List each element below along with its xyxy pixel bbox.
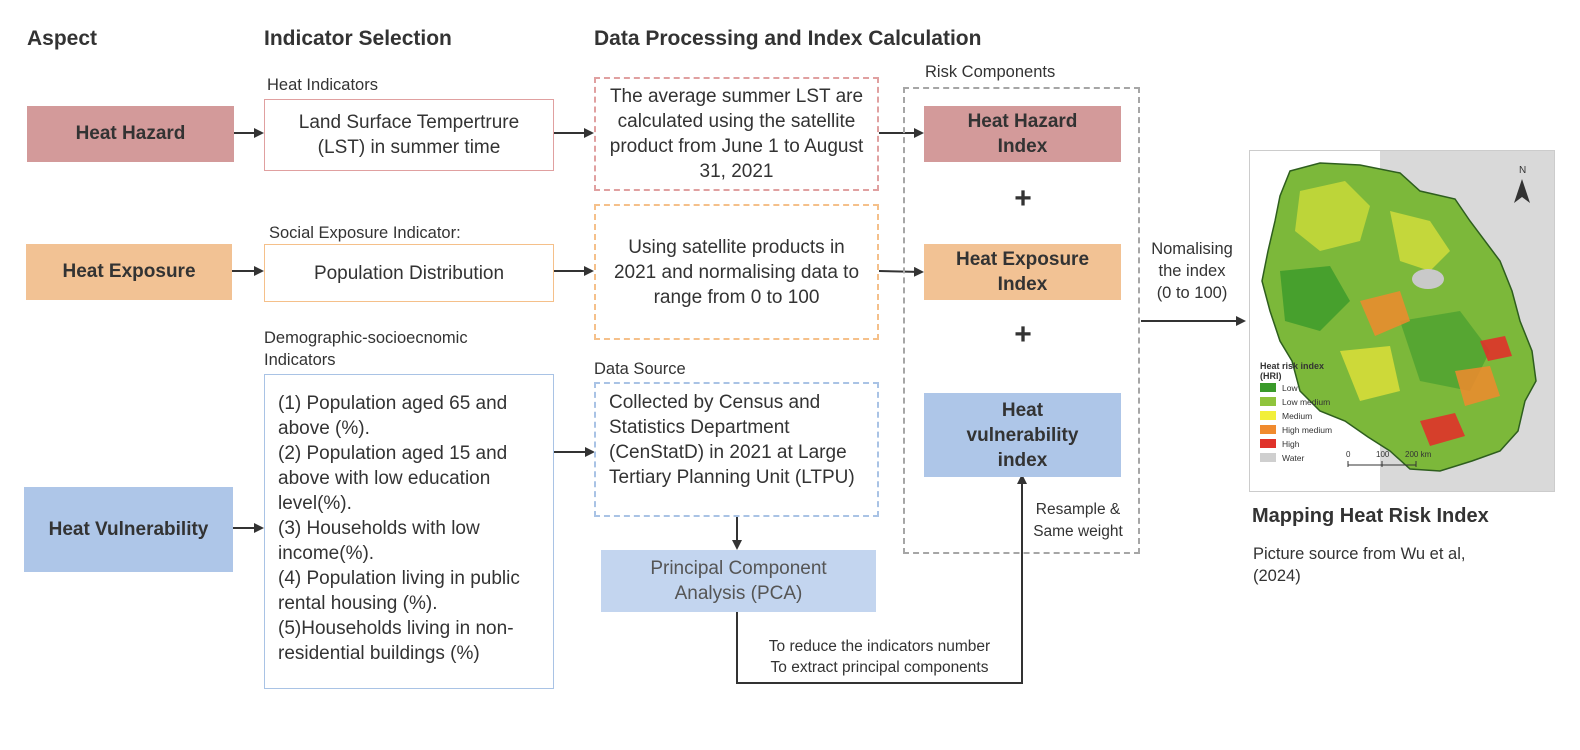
vulnerability-indicator-5: (5)Households living in non-residential … <box>278 618 514 664</box>
header-indicator-selection: Indicator Selection <box>264 27 452 50</box>
normalising-note: Nomalising the index (0 to 100) <box>1151 240 1233 302</box>
label-risk-components: Risk Components <box>925 63 1056 81</box>
legend-label: Water <box>1282 453 1305 463</box>
north-label: N <box>1519 165 1526 176</box>
pca-note: To reduce the indicators number To extra… <box>768 638 991 676</box>
label-data-source: Data Source <box>594 360 686 378</box>
processing-lst-box: The average summer LST are calculated us… <box>594 77 879 191</box>
scale-label-100: 100 <box>1376 450 1390 459</box>
aspect-heat-hazard: Heat Hazard <box>27 106 234 162</box>
arrow-processing-to-exposure-index <box>878 266 924 277</box>
north-arrow-icon <box>1514 179 1530 203</box>
processing-exposure-box: Using satellite products in 2021 and nor… <box>594 204 879 340</box>
aspect-heat-vulnerability-label: Heat Vulnerability <box>48 518 209 540</box>
map-patch-yellow-3 <box>1340 346 1400 401</box>
scale-label-0: 0 <box>1346 450 1351 459</box>
legend-label: High medium <box>1282 425 1332 435</box>
map-patch-orange-2 <box>1455 366 1500 406</box>
vulnerability-indicator-2: (2) Population aged 15 and above with lo… <box>278 443 508 514</box>
plus-sign-1: + <box>1014 182 1032 215</box>
legend-swatch <box>1260 397 1276 406</box>
aspect-heat-hazard-label: Heat Hazard <box>75 123 186 144</box>
heat-exposure-index: Heat Exposure Index <box>924 244 1121 300</box>
aspect-heat-exposure-label: Heat Exposure <box>62 261 196 282</box>
map-patch-red-2 <box>1480 336 1512 361</box>
header-aspect: Aspect <box>27 27 98 50</box>
legend-label: Low <box>1282 383 1298 393</box>
heat-vulnerability-index: Heat vulnerability index <box>924 393 1121 477</box>
pca-box: Principal Component Analysis (PCA) <box>601 550 876 612</box>
indicator-lst-box: Land Surface Tempertrure (LST) in summer… <box>264 99 554 171</box>
map-patch-yellow-2 <box>1390 211 1450 271</box>
header-data-processing: Data Processing and Index Calculation <box>594 27 982 50</box>
aspect-heat-exposure: Heat Exposure <box>26 244 232 300</box>
aspect-heat-vulnerability: Heat Vulnerability <box>24 487 233 572</box>
map-patch-red-1 <box>1420 413 1465 446</box>
legend-swatch <box>1260 425 1276 434</box>
map-title: Mapping Heat Risk Index <box>1252 505 1489 527</box>
risk-components-group <box>903 87 1140 554</box>
indicator-population-box: Population Distribution <box>264 244 554 302</box>
vulnerability-indicator-3: (3) Households with low income(%). <box>278 518 480 564</box>
map-patch-green-dark <box>1280 266 1350 331</box>
map-patch-yellow-1 <box>1295 181 1370 251</box>
plus-sign-2: + <box>1014 318 1032 351</box>
legend-label: Low medium <box>1282 397 1330 407</box>
legend-label: High <box>1282 439 1300 449</box>
legend-swatch <box>1260 383 1276 392</box>
legend-swatch <box>1260 453 1276 462</box>
legend-label: Medium <box>1282 411 1312 421</box>
vulnerability-indicator-4: (4) Population living in public rental h… <box>278 568 520 614</box>
label-demographic-indicators: Demographic-socioecnomic Indicators <box>264 329 468 369</box>
label-heat-indicators: Heat Indicators <box>267 76 378 94</box>
data-source-box: Collected by Census and Statistics Depar… <box>594 382 879 517</box>
legend-swatch <box>1260 439 1276 448</box>
label-social-exposure-indicator: Social Exposure Indicator: <box>269 224 461 242</box>
vulnerability-indicator-1: (1) Population aged 65 and above (%). <box>278 393 508 439</box>
resample-note: Resample & Same weight <box>1033 501 1123 540</box>
map-source: Picture source from Wu et al, (2024) <box>1253 545 1466 585</box>
arrow-pca-to-vulnerability-index <box>736 474 1027 684</box>
legend-swatch <box>1260 411 1276 420</box>
indicator-vulnerability-list: (1) Population aged 65 and above (%). (2… <box>264 374 554 689</box>
heat-hazard-index: Heat Hazard Index <box>924 106 1121 162</box>
map-lake <box>1412 269 1444 289</box>
map-patch-orange-1 <box>1360 291 1410 336</box>
scale-label-200: 200 km <box>1405 450 1432 459</box>
legend-title: Heat risk index(HRI) <box>1260 361 1324 381</box>
